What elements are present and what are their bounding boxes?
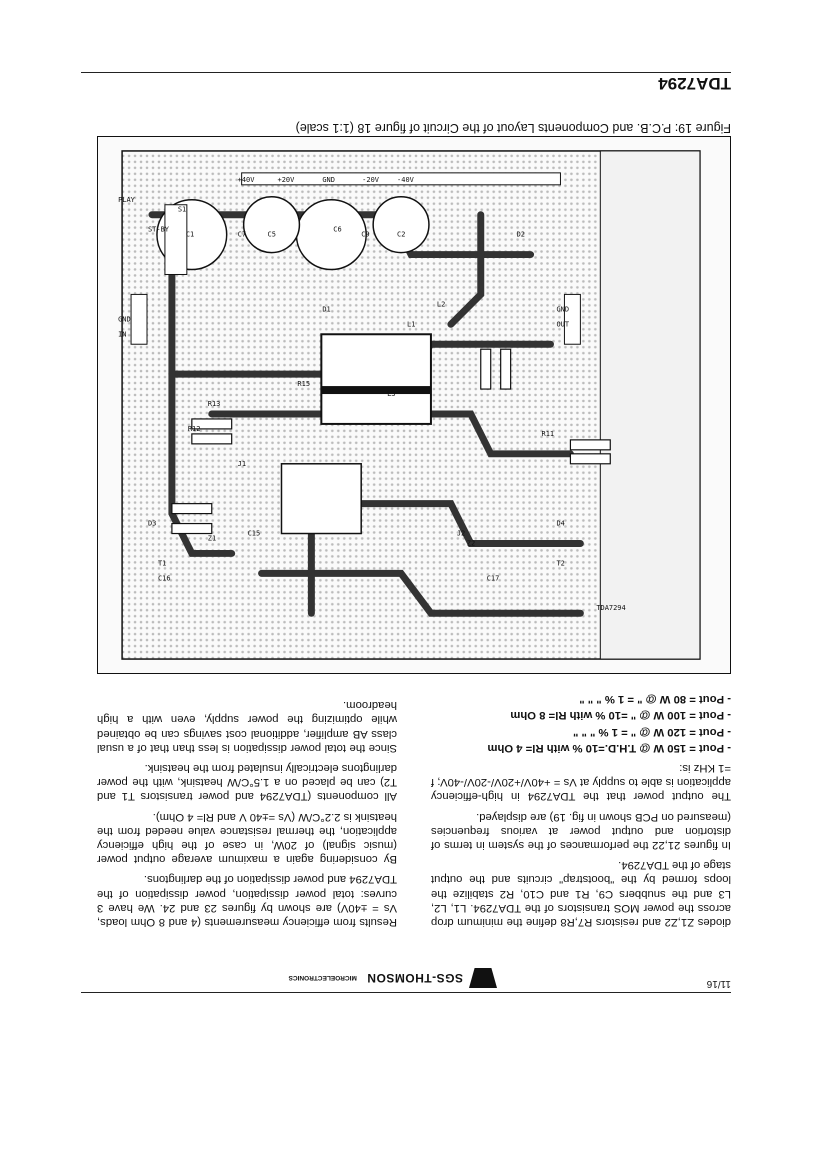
pcb-ic	[280, 463, 362, 535]
footer-rule	[81, 992, 731, 993]
st-logo-icon	[469, 968, 497, 988]
logo-name: SGS-THOMSON	[366, 971, 463, 985]
pcb-label-z1: Z1	[208, 534, 216, 542]
pcb-label-z2: Z2	[467, 539, 475, 547]
paragraph: All components (TDA7294 and power transi…	[97, 761, 397, 803]
pcb-label-c2: C2	[397, 231, 405, 239]
pcb-label-gnd-out: GND	[556, 305, 569, 313]
pcb-label-c17: C17	[487, 574, 500, 582]
pcb-label-c1: C1	[186, 231, 194, 239]
list-item: - Pout = 100 W @ " =10 % with Rl= 8 Ohm	[510, 709, 731, 722]
pcb-supply-connector	[241, 172, 561, 186]
pcb-label-plus20: +20V	[278, 176, 295, 184]
paragraph: By considering again a maximum average o…	[97, 810, 397, 866]
page-number: 11/16	[706, 978, 731, 989]
pcb-heatsink-block	[320, 333, 432, 425]
pcb-label-l2: L2	[437, 300, 445, 308]
pcb-label-s1: S1	[178, 206, 186, 214]
pcb-resistors	[171, 348, 611, 535]
pcb-label-c5: C5	[268, 231, 276, 239]
pcb-label-c15: C15	[248, 530, 261, 538]
pcb-label-c9: C9	[361, 231, 369, 239]
pcb-label-d1: D1	[322, 305, 330, 313]
paragraph: Since the total power dissipation is les…	[97, 699, 397, 754]
paragraph: The output power that the TDA7294 in hig…	[431, 761, 731, 803]
list-item: - Pout = 80 W @ " = 1 % " " "	[579, 693, 731, 706]
pcb-label-d4: D4	[556, 520, 564, 528]
pcb-figure: IN GND OUT GND +40V +20V GND -20V -40V S…	[97, 136, 731, 674]
pcb-layout-drawing: IN GND OUT GND +40V +20V GND -20V -40V S…	[118, 150, 701, 660]
pcb-label-gnd-mid: GND	[322, 176, 335, 184]
pcb-label-d2: D2	[517, 231, 525, 239]
pcb-label-c7: C7	[238, 231, 246, 239]
pcb-label-minus20: -20V	[362, 176, 379, 184]
pcb-label-d3: D3	[148, 520, 156, 528]
pcb-label-c6: C6	[333, 226, 341, 234]
company-logo: SGS-THOMSON MICROELECTRONICS	[289, 968, 497, 988]
pcb-label-plus40: +40V	[238, 176, 255, 184]
pcb-label-j2: J2	[457, 530, 465, 538]
text-column-right: Results from efficiency measurements (4 …	[97, 692, 397, 929]
pcb-label-r15: R15	[297, 380, 310, 388]
figure-caption: Figure 19: P.C.B. and Components Layout …	[295, 121, 731, 135]
list-item: - Pout = 150 W @ T.H.D.=10 % with Rl= 4 …	[487, 741, 731, 754]
pcb-label-r13: R13	[208, 400, 221, 408]
pcb-heatsink-bar	[321, 386, 431, 395]
pcb-label-out: OUT	[556, 320, 569, 328]
paragraph: In figures 21,22 the performances of the…	[431, 810, 731, 851]
pcb-label-minus40: -40V	[397, 176, 414, 184]
pcb-label-t1: T1	[158, 559, 166, 567]
pcb-label-in: IN	[118, 330, 126, 338]
pcb-input-connector	[130, 293, 148, 345]
pcb-label-r12: R12	[188, 425, 201, 433]
pcb-output-connector	[563, 293, 581, 345]
pcb-label-r11: R11	[542, 430, 555, 438]
paragraph: Results from efficiency measurements (4 …	[97, 873, 397, 928]
text-column-left: diodes Z1,Z2 and resistors R7,R8 define …	[431, 690, 731, 929]
list-item: - Pout = 120 W @ " = 1 % " " "	[573, 725, 731, 738]
logo-subtitle: MICROELECTRONICS	[288, 974, 357, 982]
pcb-label-c16: C16	[158, 574, 171, 582]
pcb-label-l3: L3	[387, 390, 395, 398]
pcb-label-t2: T2	[556, 559, 564, 567]
pcb-label-play: PLAY	[118, 196, 136, 204]
paragraph: diodes Z1,Z2 and resistors R7,R8 define …	[431, 859, 731, 928]
pcb-standby-switch	[164, 204, 188, 275]
pcb-label-strip	[599, 150, 701, 660]
pcb-label-gnd-in: GND	[118, 315, 131, 323]
header-rule	[81, 72, 731, 73]
pcb-label-j1: J1	[238, 460, 246, 468]
pcb-label-l1: L1	[407, 320, 415, 328]
page-title: TDA7294	[658, 74, 731, 93]
pcb-label-ic: TDA7294	[596, 604, 625, 612]
pcb-label-st-by: ST-BY	[148, 226, 170, 234]
output-power-list: - Pout = 150 W @ T.H.D.=10 % with Rl= 4 …	[431, 692, 731, 755]
